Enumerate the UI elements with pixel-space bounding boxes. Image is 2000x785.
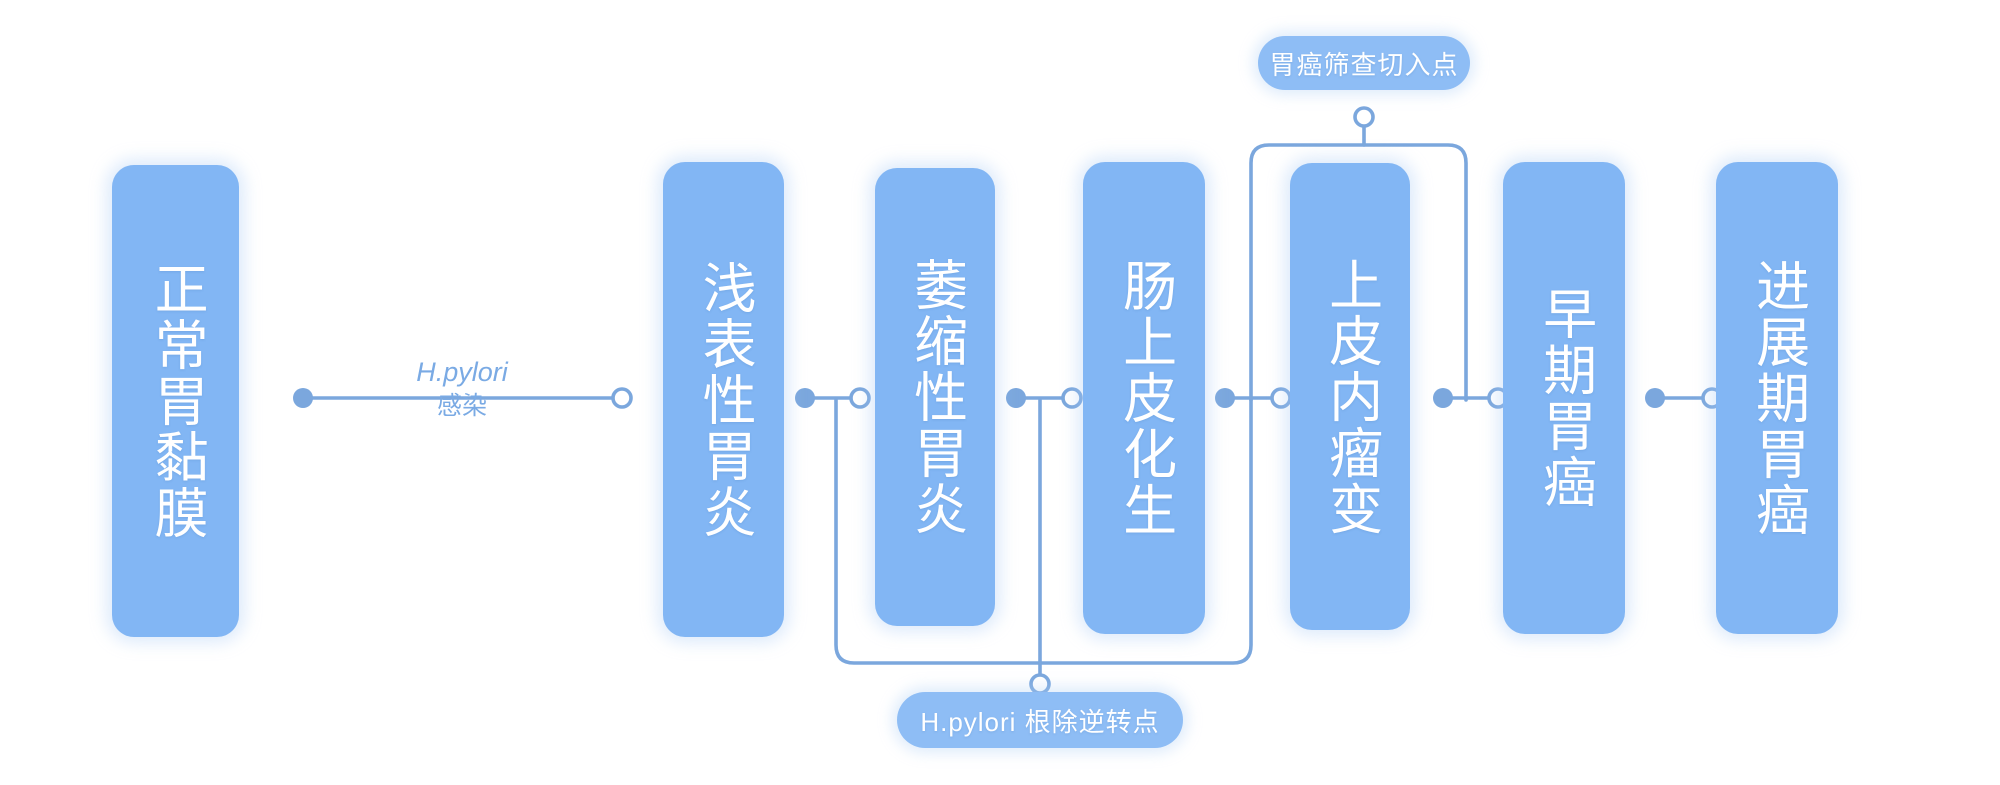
annotation-hp-eradication-reversal-label: H.pylori 根除逆转点 bbox=[920, 706, 1160, 737]
node-early-gastric-cancer[interactable]: 早期胃癌 bbox=[1503, 162, 1625, 634]
annotation-screening-entry-label: 胃癌筛查切入点 bbox=[1269, 49, 1459, 80]
wire-screening-bracket bbox=[1249, 143, 1468, 402]
node-intestinal-metaplasia[interactable]: 肠上皮化生 bbox=[1083, 162, 1205, 634]
node-label-atrophic-gastritis: 萎缩性胃炎 bbox=[905, 257, 966, 537]
annotation-hp-eradication-reversal[interactable]: H.pylori 根除逆转点 bbox=[897, 692, 1183, 748]
dot-source-metaplasia bbox=[1215, 388, 1235, 408]
dot-anchor-reversal bbox=[1029, 673, 1051, 695]
dot-source-shallow bbox=[795, 388, 815, 408]
dot-anchor-screening bbox=[1353, 106, 1375, 128]
dot-source-atrophic bbox=[1006, 388, 1026, 408]
wire-reversal-bus-shallow bbox=[834, 398, 1042, 665]
dot-source-neoplasia bbox=[1433, 388, 1453, 408]
node-label-intraepithelial-neoplasia: 上皮内瘤变 bbox=[1320, 256, 1381, 537]
dot-target-shallow bbox=[611, 387, 633, 409]
node-label-intestinal-metaplasia: 肠上皮化生 bbox=[1114, 258, 1175, 538]
dot-source-normal bbox=[293, 388, 313, 408]
edge-label-hpylori-infection: H.pylori 感染 bbox=[362, 355, 562, 423]
annotation-screening-entry[interactable]: 胃癌筛查切入点 bbox=[1258, 36, 1470, 90]
dot-target-atrophic bbox=[849, 387, 871, 409]
node-label-early-gastric-cancer: 早期胃癌 bbox=[1534, 286, 1595, 510]
dot-source-early bbox=[1645, 388, 1665, 408]
node-atrophic-gastritis[interactable]: 萎缩性胃炎 bbox=[875, 168, 995, 626]
edge-label-hpylori-species: H.pylori bbox=[416, 357, 508, 387]
edge-label-hpylori-infection-text: 感染 bbox=[436, 392, 487, 421]
node-intraepithelial-neoplasia[interactable]: 上皮内瘤变 bbox=[1290, 163, 1410, 630]
node-shallow-gastritis[interactable]: 浅表性胃炎 bbox=[663, 162, 784, 637]
node-label-advanced-gastric-cancer: 进展期胃癌 bbox=[1747, 258, 1808, 538]
node-label-normal: 正常胃黏膜 bbox=[146, 261, 207, 541]
dot-target-metaplasia bbox=[1061, 387, 1083, 409]
node-advanced-gastric-cancer[interactable]: 进展期胃癌 bbox=[1716, 162, 1838, 634]
node-normal[interactable]: 正常胃黏膜 bbox=[112, 165, 239, 637]
dot-target-neoplasia bbox=[1270, 387, 1292, 409]
wire-reversal-bus-metaplasia bbox=[1038, 398, 1253, 665]
node-label-shallow-gastritis: 浅表性胃炎 bbox=[694, 259, 755, 540]
